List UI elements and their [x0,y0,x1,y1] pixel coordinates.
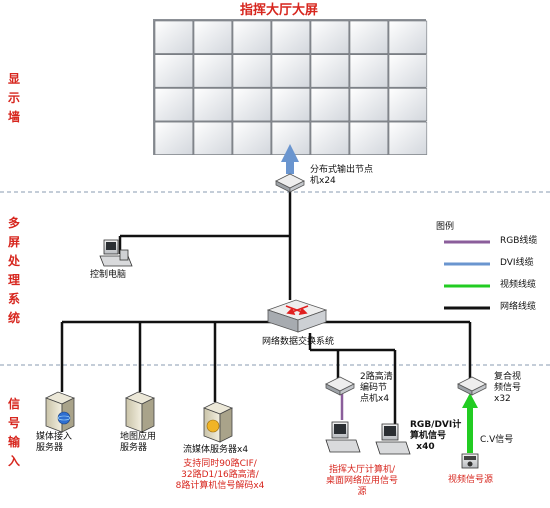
video-wall-screen [271,20,311,54]
video-wall-screen [193,54,233,88]
video-wall-screen [310,20,350,54]
stream-media-label: 流媒体服务器x4 [183,445,249,455]
video-wall-screen [154,88,194,122]
video-wall-screen [232,20,272,54]
video-source-device [461,453,479,469]
legend-swatches [444,240,490,310]
video-wall-screen [310,88,350,122]
video-wall-screen [349,121,389,155]
video-wall-screen [388,121,428,155]
video-wall-screen [193,20,233,54]
video-wall-screen [388,88,428,122]
map-app-label: 地图应用 服务器 [120,432,157,453]
hd-encoder-device [325,376,355,396]
video-wall-screen [193,121,233,155]
section-display-wall: 显 示 墙 [7,72,20,124]
network-cables [60,190,472,425]
media-access-server [45,391,75,433]
video-wall-screen [232,54,272,88]
media-access-label: 媒体接入 服务器 [36,432,73,453]
video-wall [153,19,428,155]
video-wall-screen [193,88,233,122]
control-pc-label: 控制电脑 [90,270,127,280]
section-multiscreen: 多 屏 处理 系统 [7,216,20,325]
legend-item-label: RGB线缆 [500,236,538,246]
video-wall-screen [310,121,350,155]
output-node-device [275,173,305,193]
video-source-label: 视频信号源 [448,475,494,485]
stream-media-note: 支持同时90路CIF/ 32路D1/16路高清/ 8路计算机信号解码x4 [175,459,265,491]
rgb-dvi-label: RGB/DVI计 算机信号 x40 [410,420,462,452]
video-wall-screen [232,88,272,122]
composite-label: 复合视 频信号 x32 [494,372,522,404]
map-app-server [125,391,155,433]
network-switch-device [266,299,328,333]
video-wall-screen [232,121,272,155]
video-wall-screen [154,20,194,54]
video-wall-screen [271,88,311,122]
video-wall-screen [154,121,194,155]
section-signal-input: 信 号 输 入 [7,397,20,468]
control-pc-device [99,239,133,267]
stream-media-server [203,401,233,443]
output-node-label: 分布式输出节点 机x24 [310,165,374,186]
video-arrow [462,393,478,453]
legend-item-label: 网络线缆 [500,302,537,312]
hall-computer-device [325,421,361,453]
video-wall-screen [154,54,194,88]
dvi-arrow [281,144,299,174]
video-wall-screen [349,20,389,54]
diagram-title: 指挥大厅大屏 [240,3,319,18]
legend-title: 图例 [436,222,455,232]
legend-item-label: 视频线缆 [500,280,537,290]
video-wall-screen [349,54,389,88]
cv-signal-label: C.V信号 [480,435,514,445]
video-wall-screen [349,88,389,122]
switch-label: 网络数据交换系统 [262,337,335,347]
video-wall-screen [271,54,311,88]
video-wall-screen [388,54,428,88]
composite-node-device [457,376,487,396]
rgb-dvi-computer-device [375,423,411,455]
video-wall-screen [388,20,428,54]
legend-item-label: DVI线缆 [500,258,534,268]
hall-pc-note: 指挥大厅计算机/ 桌面网络应用信号 源 [325,465,398,497]
hd-encoder-label: 2路高清 编码节 点机x4 [360,372,393,404]
video-wall-screen [310,54,350,88]
